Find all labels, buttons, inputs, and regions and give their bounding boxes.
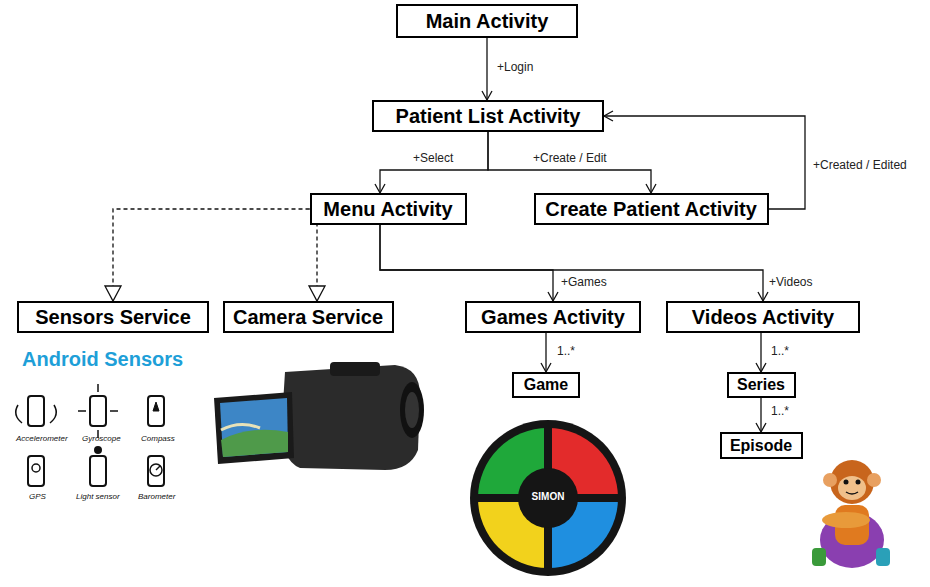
node-text: Videos Activity	[692, 306, 834, 329]
arrowhead	[541, 363, 551, 372]
service-box: Sensors Service	[17, 301, 209, 333]
node-text: Games Activity	[481, 306, 625, 329]
activity-box: Games Activity	[465, 301, 641, 333]
navigation-connector	[380, 225, 768, 301]
connector-line	[760, 333, 761, 372]
navigation-connector	[482, 38, 492, 100]
node-text: Patient List Activity	[396, 105, 581, 128]
arrowhead	[758, 292, 768, 301]
activity-box: Patient List Activity	[372, 100, 604, 132]
node-text: Game	[524, 376, 568, 394]
edge-label: 1..*	[556, 344, 576, 358]
sensor-label: Barometer	[138, 492, 175, 501]
monkey-illustration	[812, 460, 890, 568]
class-box: Game	[512, 372, 580, 398]
arrowhead	[482, 91, 492, 100]
navigation-connector	[375, 132, 488, 193]
arrowhead	[105, 286, 121, 301]
sensor-label: GPS	[29, 492, 46, 501]
arrowhead	[548, 292, 558, 301]
arrowhead	[309, 286, 325, 301]
connector-line	[486, 38, 487, 100]
edge-label: +Select	[412, 151, 454, 165]
service-box: Camera Service	[223, 301, 394, 333]
connector-line	[380, 225, 553, 301]
connector-line	[545, 333, 546, 372]
sensor-label: Gyroscope	[82, 434, 121, 443]
navigation-connector	[756, 333, 766, 372]
connector-line	[380, 225, 763, 301]
navigation-connector	[380, 225, 558, 301]
arrowhead	[375, 184, 385, 193]
arrowhead	[756, 423, 766, 432]
class-box: Series	[727, 372, 796, 398]
activity-box: Create Patient Activity	[534, 193, 769, 225]
sensor-label: Accelerometer	[16, 434, 68, 443]
arrowhead	[756, 363, 766, 372]
activity-box: Videos Activity	[666, 301, 860, 333]
connector-line	[488, 132, 651, 193]
node-text: Menu Activity	[323, 198, 452, 221]
brand-text: SIMON	[532, 491, 565, 502]
edge-label: +Videos	[768, 275, 813, 289]
edge-label: 1..*	[770, 344, 790, 358]
navigation-connector	[488, 132, 656, 193]
class-box: Episode	[720, 432, 803, 459]
edge-label: +Created / Edited	[812, 158, 908, 172]
node-text: Episode	[730, 437, 792, 455]
edge-label: +Create / Edit	[532, 151, 608, 165]
sensor-label: Compass	[141, 434, 175, 443]
node-text: Camera Service	[233, 306, 383, 329]
node-text: Main Activity	[426, 10, 549, 33]
connector-line	[380, 132, 488, 193]
edge-label: 1..*	[770, 404, 790, 418]
navigation-connector	[541, 333, 551, 372]
connector-line	[113, 209, 310, 286]
camera-illustration	[214, 362, 424, 470]
arrowhead	[646, 184, 656, 193]
simon-game-illustration	[470, 420, 626, 576]
navigation-connector	[756, 398, 766, 432]
activity-box: Menu Activity	[310, 193, 467, 225]
edge-label: +Games	[560, 275, 608, 289]
node-text: Sensors Service	[35, 306, 191, 329]
node-text: Series	[737, 376, 785, 394]
sensor-label: Light sensor	[76, 492, 120, 501]
activity-box: Main Activity	[396, 4, 578, 38]
edge-label: +Login	[496, 60, 534, 74]
connector-line	[760, 398, 761, 432]
node-text: Create Patient Activity	[545, 198, 757, 221]
arrowhead	[604, 111, 613, 121]
dependency-connector	[105, 209, 310, 301]
illustration-title: Android Sensors	[22, 348, 183, 371]
